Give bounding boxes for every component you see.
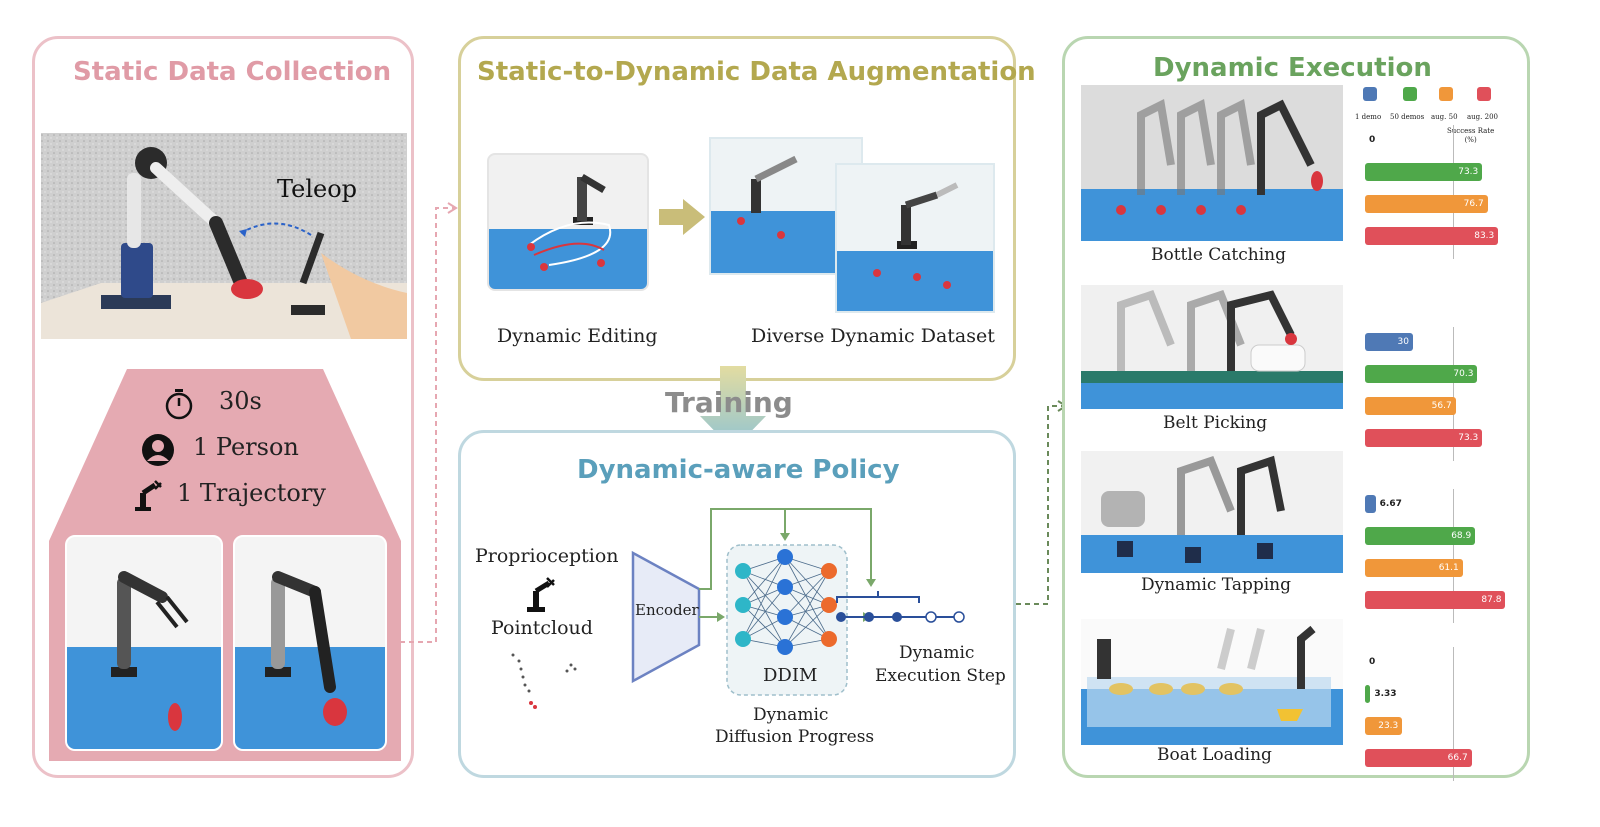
boat-loading-photo: [1081, 619, 1343, 745]
augmentation-panel: Static-to-Dynamic Data Augmentation: [458, 36, 1036, 381]
bar-belt-picking-1-demo: 30: [1365, 333, 1413, 351]
bar-belt-picking-aug-200: 73.3: [1365, 429, 1483, 447]
legend-label-1demo: 1 demo: [1355, 113, 1382, 121]
bar-dynamic-tapping-1-demo: [1365, 495, 1376, 513]
execution-panel: Dynamic Execution: [1062, 36, 1530, 781]
stat-person-text: 1 Person: [193, 433, 299, 461]
static-data-collection-panel: Static Data Collection: [32, 36, 414, 778]
dynamic-editing-label: Dynamic Editing: [497, 325, 658, 347]
bar-dynamic-tapping-aug-50: 61.1: [1365, 559, 1463, 577]
encoder-label: Encoder: [635, 601, 699, 619]
bar-bottle-catching-aug-200: 83.3: [1365, 227, 1499, 245]
axis-title: Success Rate (%): [1447, 127, 1495, 144]
ddim-label: DDIM: [763, 665, 818, 686]
robot-arm-icon: [135, 480, 162, 511]
axis-line-belt-picking: [1453, 327, 1454, 461]
diffusion-label-1: Dynamic: [753, 705, 829, 725]
static-panel-title: Static Data Collection: [73, 57, 392, 87]
task-label-bottle-catching: Bottle Catching: [1151, 245, 1287, 265]
task-label-dynamic-tapping: Dynamic Tapping: [1141, 575, 1291, 595]
bar-dynamic-tapping-aug-200: 87.8: [1365, 591, 1506, 609]
belt-picking-photo: [1081, 285, 1343, 409]
legend-label-aug50: aug. 50: [1431, 113, 1458, 121]
diffusion-label-2: Diffusion Progress: [715, 727, 875, 747]
dynamic-editing-photo: [487, 153, 649, 291]
training-arrow: [700, 366, 766, 450]
bar-value-dynamic-tapping-1-demo: 6.67: [1379, 499, 1402, 509]
bar-boat-loading-aug-200: 66.7: [1365, 749, 1472, 767]
task-label-boat-loading: Boat Loading: [1157, 745, 1272, 765]
static-frame-photo-2: [233, 535, 387, 751]
dynamic-tapping-photo: [1081, 451, 1343, 573]
teleop-photo: Teleop: [41, 133, 407, 339]
connector-static-to-augment: [400, 202, 458, 643]
augment-arrow: [659, 199, 705, 235]
policy-panel-title: Dynamic-aware Policy: [577, 455, 900, 485]
training-label: Training: [665, 386, 793, 419]
legend-swatch-1demo: [1363, 87, 1377, 101]
pointcloud-label: Pointcloud: [491, 617, 593, 639]
bar-belt-picking-aug-50: 56.7: [1365, 397, 1456, 415]
bar-belt-picking-50-demos: 70.3: [1365, 365, 1478, 383]
stat-trajectory-text: 1 Trajectory: [177, 479, 326, 507]
bar-dynamic-tapping-50-demos: 68.9: [1365, 527, 1476, 545]
bar-value-boat-loading-1-demo: 0: [1369, 657, 1376, 667]
axis-line-dynamic-tapping: [1453, 489, 1454, 623]
bar-boat-loading-50-demos: [1365, 685, 1371, 703]
legend-label-50demos: 50 demos: [1390, 113, 1425, 121]
exec-label-2: Execution Step: [875, 666, 1006, 686]
bar-value-boat-loading-50-demos: 3.33: [1374, 689, 1397, 699]
diverse-dataset-label: Diverse Dynamic Dataset: [751, 325, 995, 347]
bar-value-bottle-catching-1-demo: 0: [1369, 135, 1376, 145]
teleop-label: Teleop: [277, 175, 358, 203]
bar-bottle-catching-aug-50: 76.7: [1365, 195, 1488, 213]
stat-time-text: 30s: [219, 387, 262, 415]
static-frame-photo-1: [65, 535, 223, 751]
axis-line-bottle-catching: [1453, 125, 1454, 259]
legend-swatch-50demos: [1403, 87, 1417, 101]
person-icon: [142, 434, 174, 466]
legend-swatch-aug50: [1439, 87, 1453, 101]
proprioception-label: Proprioception: [475, 545, 619, 567]
timer-icon: [165, 389, 193, 420]
augment-panel-title: Static-to-Dynamic Data Augmentation: [477, 57, 1036, 87]
task-label-belt-picking: Belt Picking: [1163, 413, 1268, 433]
policy-diagram: [631, 508, 965, 696]
policy-panel: Dynamic-aware Policy Proprioception Poin…: [458, 430, 1016, 778]
axis-line-boat-loading: [1453, 647, 1454, 781]
dataset-photo-front: [835, 163, 995, 313]
bar-boat-loading-aug-50: 23.3: [1365, 717, 1403, 735]
bar-bottle-catching-50-demos: 73.3: [1365, 163, 1483, 181]
exec-label-1: Dynamic: [899, 643, 975, 663]
legend-swatch-aug200: [1477, 87, 1491, 101]
bottle-catching-photo: [1081, 85, 1343, 241]
pointcloud-image: [511, 653, 577, 709]
proprio-robot-icon: [527, 577, 555, 612]
legend-label-aug200: aug. 200: [1467, 113, 1498, 121]
execution-panel-title: Dynamic Execution: [1153, 53, 1432, 83]
